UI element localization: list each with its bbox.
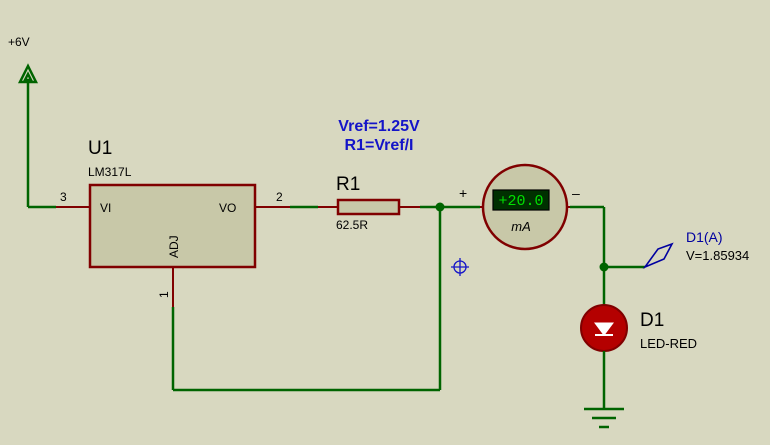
note-vref: Vref=1.25V — [338, 118, 420, 135]
pin-number-vi: 3 — [60, 190, 67, 204]
probe-name: D1(A) — [686, 229, 723, 245]
ammeter-plus: + — [459, 185, 467, 201]
ammeter-reading: +20.0 — [498, 193, 543, 210]
ammeter-minus: – — [572, 185, 580, 201]
led-ref: D1 — [640, 310, 664, 331]
regulator-part: LM317L — [88, 165, 132, 179]
resistor-r1[interactable]: R1 62.5R — [318, 174, 420, 232]
regulator-ref: U1 — [88, 138, 112, 159]
ammeter-display — [492, 189, 550, 211]
power-terminal[interactable]: +6V — [8, 35, 39, 207]
pin-label-adj: ADJ — [167, 235, 181, 258]
probe-arrow-icon — [642, 242, 674, 269]
regulator-u1[interactable]: U1 LM317L 3 2 1 VI VO ADJ — [56, 138, 290, 307]
power-arrow-icon — [17, 63, 39, 84]
regulator-body — [88, 183, 257, 269]
resistor-value: 62.5R — [336, 218, 368, 232]
resistor-body — [336, 198, 401, 216]
led-diode-icon — [594, 322, 614, 336]
ammeter-unit: mA — [511, 219, 531, 234]
ground-icon — [584, 407, 624, 429]
ammeter[interactable]: +20.0 mA + – — [459, 163, 580, 251]
pin-label-vo: VO — [219, 201, 236, 215]
power-label: +6V — [8, 35, 30, 49]
resistor-ref: R1 — [336, 174, 360, 195]
pin-number-adj: 1 — [157, 291, 171, 298]
led-type: LED-RED — [640, 336, 697, 351]
voltage-probe[interactable]: D1(A) V=1.85934 — [642, 229, 749, 269]
crosshair-icon — [451, 258, 469, 276]
probe-value: V=1.85934 — [686, 248, 749, 263]
pin-number-vo: 2 — [276, 190, 283, 204]
pin-label-vi: VI — [100, 201, 111, 215]
note-r1-formula: R1=Vref/I — [345, 137, 414, 154]
led-d1[interactable]: D1 LED-RED — [580, 304, 697, 352]
